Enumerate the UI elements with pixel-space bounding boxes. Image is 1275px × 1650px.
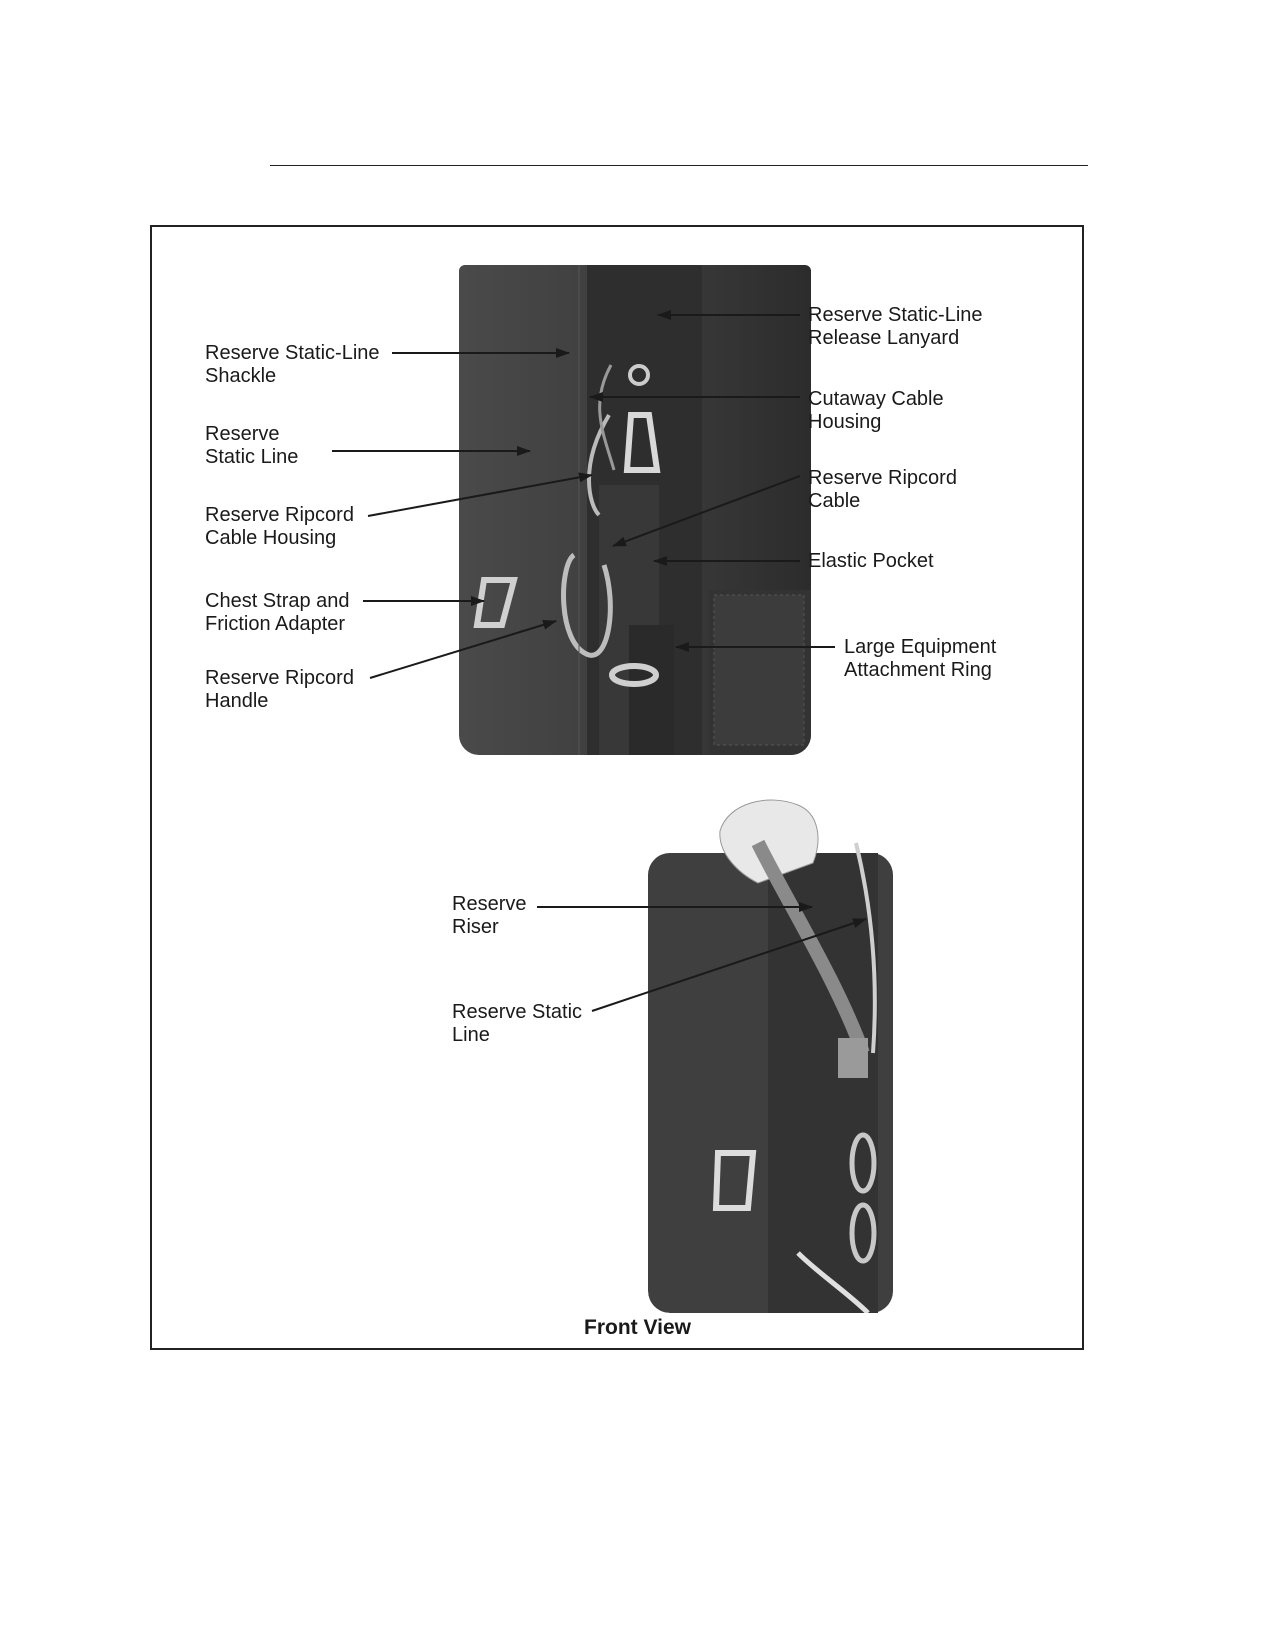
label-reserve-ripcord-cable-housing: Reserve Ripcord Cable Housing	[205, 504, 354, 549]
label-elastic-pocket: Elastic Pocket	[808, 550, 934, 572]
label-cutaway-cable-housing: Cutaway Cable Housing	[808, 388, 944, 433]
arrow-rip-cable	[612, 475, 801, 547]
label-reserve-static-line-shackle: Reserve Static-Line Shackle	[205, 342, 380, 387]
label-chest-strap-friction-adapter: Chest Strap and Friction Adapter	[205, 590, 350, 635]
header-rule	[270, 165, 1088, 166]
figure-caption: Front View	[584, 1316, 691, 1339]
label-release-lanyard: Reserve Static-Line Release Lanyard	[808, 304, 983, 349]
parachute-side-photo	[648, 783, 923, 1313]
label-reserve-riser: Reserve Riser	[452, 893, 527, 938]
parachute-front-photo	[459, 265, 811, 755]
label-reserve-ripcord-handle: Reserve Ripcord Handle	[205, 667, 354, 712]
label-reserve-static-line-top: Reserve Static Line	[205, 423, 299, 468]
label-reserve-static-line-bottom: Reserve Static Line	[452, 1001, 583, 1046]
arrow-rip-housing	[367, 472, 593, 517]
label-large-equipment-ring: Large Equipment Attachment Ring	[844, 636, 997, 681]
arrow-rs-line-bottom	[591, 918, 867, 1012]
label-reserve-ripcord-cable: Reserve Ripcord Cable	[808, 467, 957, 512]
figure-frame	[150, 225, 1084, 1350]
arrow-rip-handle	[369, 620, 557, 679]
